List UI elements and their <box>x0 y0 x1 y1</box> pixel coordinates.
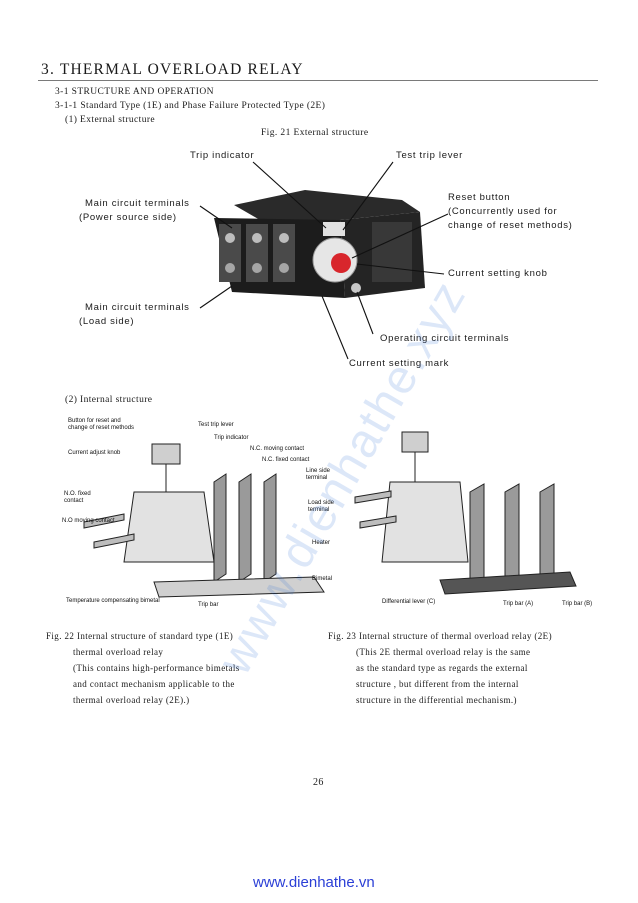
int-label-bimetal: Bimetal <box>312 576 333 582</box>
int-label-button-reset-1: Button for reset and <box>68 418 121 424</box>
int-label-no-moving: N.O moving contact <box>62 518 115 524</box>
fig23-caption-line4: structure , but different from the inter… <box>356 679 519 689</box>
int-label-line-side-1: Line side <box>306 468 331 474</box>
int-label-test-trip-lever: Test trip lever <box>198 422 234 428</box>
int-label-load-side-1: Load side <box>308 500 335 506</box>
int-label-trip-indicator: Trip indicator <box>214 435 249 441</box>
relay-body <box>214 190 425 298</box>
int-label-load-side-2: terminal <box>308 507 330 513</box>
fig21-caption: Fig. 21 External structure <box>261 128 369 138</box>
label-operating-terminals: Operating circuit terminals <box>380 333 510 344</box>
int-label-trip-bar: Trip bar <box>198 602 219 608</box>
fig22-caption-line2: thermal overload relay <box>73 647 164 657</box>
fig22-caption-line3: (This contains high-performance bimetals <box>73 663 240 673</box>
part1-heading: (1) External structure <box>65 115 156 125</box>
fig22-internal-standard-image <box>83 443 325 598</box>
fig23-internal-2e-image <box>354 431 577 595</box>
section-heading: 3-1 STRUCTURE AND OPERATION <box>55 87 214 97</box>
label-main-source-2: (Power source side) <box>79 212 177 223</box>
title-rule <box>38 80 598 81</box>
label-setting-mark: Current setting mark <box>349 358 450 369</box>
fig22-caption-line4: and contact mechanism applicable to the <box>73 679 235 689</box>
label-reset-3: change of reset methods) <box>448 220 573 231</box>
label-current-knob: Current setting knob <box>448 268 548 279</box>
fig21-external-relay-image <box>199 161 449 360</box>
int-label-nc-fixed: N.C. fixed contact <box>262 457 310 463</box>
label-reset-2: (Concurrently used for <box>448 206 558 217</box>
fig23-caption-line5: structure in the differential mechanism.… <box>356 695 517 705</box>
page-number: 26 <box>313 777 324 788</box>
fig23-caption-line1: Fig. 23 Internal structure of thermal ov… <box>328 631 552 641</box>
int-label-diff-lever: Differential lever (C) <box>382 599 436 605</box>
int-label-trip-bar-a: Trip bar (A) <box>503 601 534 607</box>
subsection-heading: 3-1-1 Standard Type (1E) and Phase Failu… <box>55 101 326 111</box>
footer-link[interactable]: www.dienhathe.vn <box>253 874 375 891</box>
label-main-load-1: Main circuit terminals <box>85 302 190 313</box>
int-label-button-reset-2: change of reset methods <box>68 425 135 431</box>
label-reset-1: Reset button <box>448 192 511 203</box>
int-label-current-adjust: Current adjust knob <box>68 450 121 456</box>
page-title: 3. THERMAL OVERLOAD RELAY <box>41 61 304 78</box>
int-label-heater: Heater <box>312 540 331 546</box>
label-main-source-1: Main circuit terminals <box>85 198 190 209</box>
label-test-trip-lever: Test trip lever <box>396 150 463 161</box>
int-label-nc-moving: N.C. moving contact <box>250 446 305 452</box>
int-label-no-fixed-2: contact <box>64 498 84 504</box>
int-label-line-side-2: terminal <box>306 475 328 481</box>
fig23-caption-line2: (This 2E thermal overload relay is the s… <box>356 647 531 657</box>
fig23-caption-line3: as the standard type as regards the exte… <box>356 663 528 673</box>
fig22-caption-line1: Fig. 22 Internal structure of standard t… <box>46 631 234 641</box>
leader-lines <box>199 161 449 360</box>
int-label-trip-bar-b: Trip bar (B) <box>562 601 593 607</box>
fig22-caption-line5: thermal overload relay (2E).) <box>73 695 190 705</box>
int-label-no-fixed-1: N.O. fixed <box>64 491 91 497</box>
label-trip-indicator: Trip indicator <box>190 150 255 161</box>
part2-heading: (2) Internal structure <box>65 395 153 405</box>
label-main-load-2: (Load side) <box>79 316 135 327</box>
int-label-temp-bimetal: Temperature compensating bimetal <box>66 598 160 604</box>
